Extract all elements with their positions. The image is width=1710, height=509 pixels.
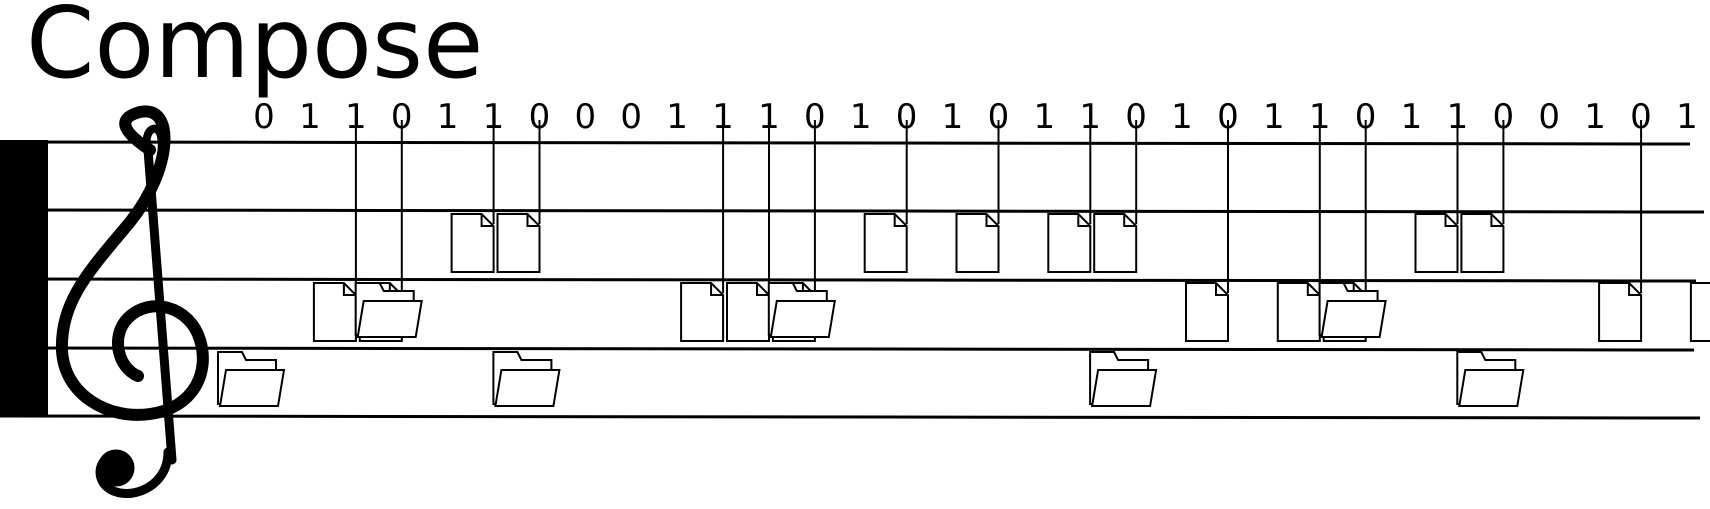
page-title: Compose	[26, 0, 484, 101]
staff-line	[0, 346, 1695, 352]
folder-icon	[767, 282, 836, 338]
note-icons	[217, 213, 1710, 407]
bit-label: 0	[1538, 97, 1560, 137]
folder-icon	[217, 351, 286, 407]
bit-label: 1	[1676, 97, 1698, 137]
folder-icon	[492, 351, 561, 407]
staff-line	[0, 140, 1691, 146]
file-icon	[955, 213, 1000, 273]
bit-label: 0	[804, 97, 826, 137]
bit-label: 0	[1125, 97, 1147, 137]
bit-label: 1	[942, 97, 964, 137]
file-icon	[680, 282, 725, 342]
bit-label: 1	[1447, 97, 1469, 137]
staff-lines	[0, 140, 1705, 420]
bit-label: 1	[712, 97, 734, 137]
bit-label: 1	[1584, 97, 1606, 137]
bit-label: 0	[253, 97, 275, 137]
bit-label: 1	[437, 97, 459, 137]
bit-label: 1	[345, 97, 367, 137]
bit-label: 0	[1492, 97, 1514, 137]
bit-label: 0	[1630, 97, 1652, 137]
bit-label: 0	[574, 97, 596, 137]
folder-icon	[1318, 282, 1387, 338]
bit-label: 1	[1309, 97, 1331, 137]
folder-icon	[1089, 351, 1158, 407]
bit-label: 1	[666, 97, 688, 137]
bit-label: 0	[988, 97, 1010, 137]
bit-label: 0	[1355, 97, 1377, 137]
bit-label: 0	[391, 97, 413, 137]
bit-label: 1	[1401, 97, 1423, 137]
bit-label: 1	[299, 97, 321, 137]
file-icon	[1276, 282, 1321, 342]
bit-label: 0	[1217, 97, 1239, 137]
treble-clef-icon	[55, 105, 209, 498]
file-icon	[1185, 282, 1229, 342]
file-icon	[1093, 213, 1138, 273]
file-icon	[1598, 282, 1643, 342]
file-icon	[863, 213, 908, 273]
file-icon	[1047, 213, 1092, 273]
bit-label: 1	[483, 97, 505, 137]
bit-label: 1	[1079, 97, 1101, 137]
folder-icon	[1456, 351, 1525, 407]
bit-label: 1	[1171, 97, 1193, 137]
note-stems	[354, 120, 1643, 293]
file-icon	[450, 213, 495, 273]
file-icon	[1460, 213, 1505, 273]
bit-label: 0	[529, 97, 551, 137]
bit-label: 1	[1263, 97, 1285, 137]
file-icon	[496, 213, 541, 273]
folder-icon	[354, 282, 423, 338]
bit-label: 1	[1033, 97, 1055, 137]
file-icon	[1414, 213, 1459, 273]
file-icon	[726, 282, 770, 342]
staff-line	[0, 208, 1705, 214]
file-icon	[1689, 282, 1710, 342]
bit-label: 1	[758, 97, 780, 137]
staff-line	[0, 277, 1697, 283]
bit-label: 0	[620, 97, 642, 137]
bit-label: 0	[896, 97, 918, 137]
bit-label: 1	[850, 97, 872, 137]
file-icon	[312, 282, 357, 342]
staff-line	[0, 414, 1701, 420]
